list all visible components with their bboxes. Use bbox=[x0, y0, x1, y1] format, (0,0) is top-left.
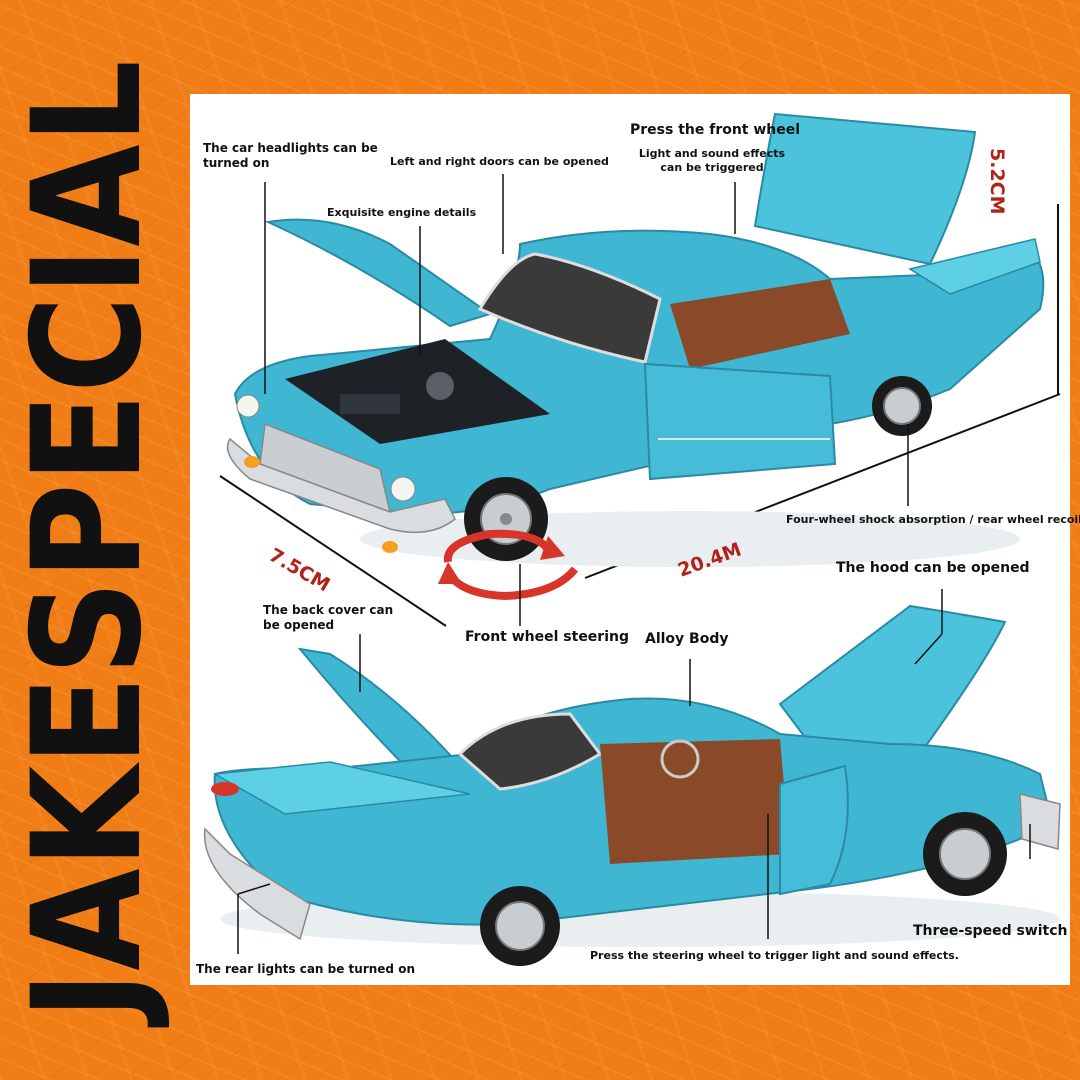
left-headlight bbox=[236, 394, 260, 418]
left-indicator bbox=[244, 456, 260, 468]
windshield bbox=[477, 252, 662, 364]
front-bumper bbox=[226, 437, 456, 534]
steering-wheel-label: Press the steering wheel to trigger ligh… bbox=[590, 949, 959, 962]
steering-wheel bbox=[660, 739, 700, 779]
open-door bbox=[643, 362, 837, 481]
tail-fin bbox=[908, 238, 1041, 295]
engine-bay bbox=[285, 339, 550, 444]
rear-window bbox=[457, 712, 603, 791]
interior bbox=[600, 739, 790, 864]
steering-arrow-bottom bbox=[444, 566, 579, 601]
hood-open bbox=[778, 604, 1007, 756]
front-wheel-title: Press the front wheel bbox=[630, 122, 801, 138]
shock-label: Four-wheel shock absorption / rear wheel… bbox=[786, 513, 1080, 526]
top-car bbox=[219, 112, 1061, 627]
bottom-car bbox=[203, 589, 1061, 966]
doors-label: Left and right doors can be opened bbox=[390, 155, 609, 168]
alloy-label: Alloy Body bbox=[645, 631, 729, 647]
brand-watermark: JAKESPECIAL bbox=[1, 40, 178, 1040]
steering-arrow-top bbox=[443, 529, 552, 563]
height-dimension: 5.2CM bbox=[986, 148, 1008, 215]
right-indicator bbox=[382, 541, 398, 553]
right-headlight bbox=[390, 476, 416, 502]
switch-label: Three-speed switch bbox=[913, 923, 1068, 939]
front-hood-open bbox=[264, 218, 493, 328]
steering-label: Front wheel steering bbox=[465, 629, 629, 645]
hood-label: The hood can be opened bbox=[836, 560, 1030, 576]
back-cover-label: The back cover can be opened bbox=[263, 603, 394, 632]
width-dimension-line bbox=[219, 475, 447, 627]
engine-label: Exquisite engine details bbox=[327, 206, 477, 219]
front-wheel-desc: Light and sound effects can be triggered bbox=[638, 147, 786, 174]
rear-bumper bbox=[203, 827, 311, 941]
product-panel: The car headlights can be turned on Left… bbox=[190, 94, 1080, 985]
open-door-rear bbox=[779, 764, 849, 896]
headlights-label: The car headlights can be turned on bbox=[203, 141, 378, 170]
brand-logo: JAKESPECIAL bbox=[1, 60, 175, 1028]
rear-fin bbox=[212, 761, 471, 815]
air-filter bbox=[426, 372, 454, 400]
rear-light bbox=[211, 782, 239, 796]
svg-text:JAKESPECIAL: JAKESPECIAL bbox=[18, 60, 175, 1028]
rear-lights-label: The rear lights can be turned on bbox=[196, 962, 415, 976]
product-illustration bbox=[203, 112, 1061, 966]
interior-seats bbox=[670, 279, 850, 369]
